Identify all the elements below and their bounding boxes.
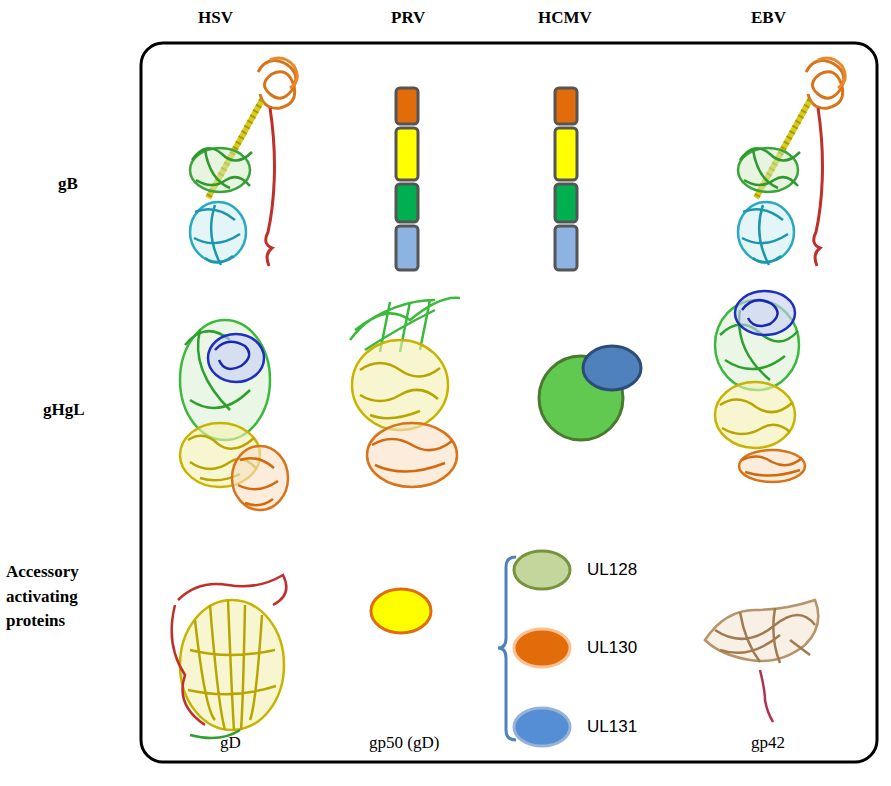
gb-bar (396, 88, 418, 270)
ghgl-structure (715, 291, 805, 482)
gp50-shape (371, 589, 431, 633)
ghgl-structure (350, 298, 460, 487)
protein-oval: UL128 (511, 548, 637, 592)
ghgl-structure (180, 320, 288, 510)
gd-structure (172, 575, 287, 738)
row-label: gB (58, 174, 78, 194)
outer-frame (141, 43, 877, 762)
oval-shape (511, 705, 573, 749)
column-header: HSV (198, 8, 233, 28)
column-header: HCMV (538, 8, 592, 28)
gp42-structure (705, 600, 818, 722)
gb-bar (555, 88, 577, 270)
protein-oval: UL130 (511, 626, 637, 670)
protein-name: UL128 (587, 560, 637, 580)
protein-label: gp50 (gD) (369, 733, 439, 753)
row-label: gHgL (43, 400, 85, 420)
row-label: Accessory activating proteins (6, 560, 121, 634)
protein-name: UL131 (587, 717, 637, 737)
oval-shape (511, 626, 573, 670)
column-header: PRV (391, 8, 425, 28)
protein-label: gp42 (751, 733, 785, 753)
ghgl-shape (539, 346, 641, 440)
gb-structure (738, 58, 845, 266)
protein-oval: UL131 (511, 705, 637, 749)
gb-structure (190, 58, 297, 266)
protein-label: gD (220, 733, 241, 753)
column-header: EBV (751, 8, 786, 28)
protein-name: UL130 (587, 638, 637, 658)
oval-shape (511, 548, 573, 592)
